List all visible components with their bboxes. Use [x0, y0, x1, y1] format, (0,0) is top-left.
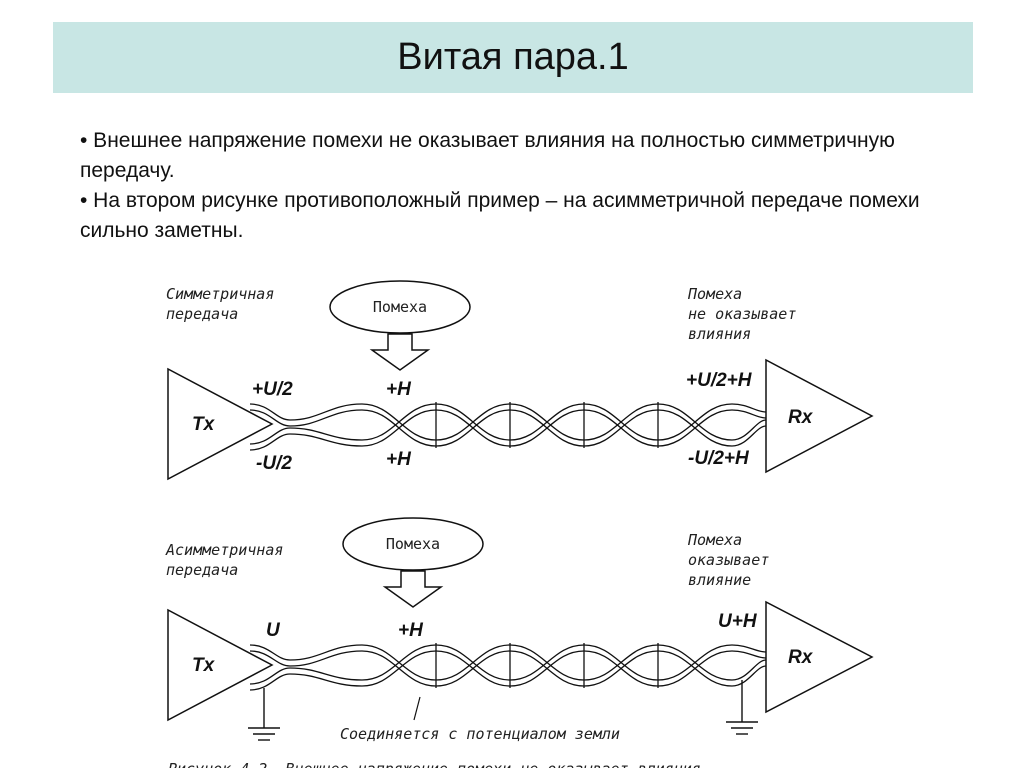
- ground-caption: Соединяется с потенциалом земли: [340, 725, 620, 743]
- noise-label: Помеха: [386, 535, 440, 553]
- signal-top-right: U+H: [718, 611, 758, 632]
- signal-top-right: +U/2+H: [686, 370, 753, 391]
- right-caption-line1: Помеха: [687, 285, 742, 303]
- title-bar: Витая пара.1: [53, 22, 973, 93]
- rx-triangle: Rx: [765, 600, 874, 714]
- down-arrow-icon: [382, 570, 444, 608]
- signal-bottom-mid: +H: [386, 449, 412, 470]
- rx-label: Rx: [788, 647, 814, 668]
- noise-ellipse: [342, 517, 484, 571]
- noise-ellipse: [329, 280, 471, 334]
- signal-top-left: +U/2: [252, 379, 293, 400]
- ground-pointer-line: [413, 696, 421, 721]
- diagram-symmetric: Симметричная передача Помеха Помеха не о…: [166, 280, 874, 481]
- figure-caption: Рисунок 4.2. Внешнее напряжение помехи н…: [168, 760, 701, 768]
- ground-icon: [248, 688, 280, 741]
- tx-label: Tx: [192, 655, 216, 676]
- twisted-pair-cable: [249, 643, 767, 691]
- left-caption-line2: передача: [166, 305, 238, 323]
- diagram-asymmetric: Асимметричная передача Помеха Помеха ока…: [165, 517, 874, 743]
- right-caption-line3: влияния: [688, 325, 751, 343]
- left-caption-line2: передача: [166, 561, 238, 579]
- noise-label: Помеха: [373, 298, 427, 316]
- down-arrow-icon: [369, 333, 431, 371]
- right-caption-line2: не оказывает: [688, 305, 796, 323]
- tx-label: Tx: [192, 414, 216, 435]
- bullet-item: • На втором рисунке противоположный прим…: [80, 189, 920, 242]
- ground-icon: [726, 680, 758, 735]
- tx-triangle: Tx: [167, 608, 274, 722]
- signal-bottom-left: -U/2: [256, 453, 292, 474]
- rx-triangle: Rx: [765, 358, 874, 474]
- rx-label: Rx: [788, 407, 814, 428]
- noise-source: Помеха: [342, 517, 484, 608]
- bullet-list: • Внешнее напряжение помехи не оказывает…: [80, 126, 920, 246]
- right-caption-line1: Помеха: [687, 531, 742, 549]
- left-caption-line1: Асимметричная: [165, 541, 283, 559]
- twisted-pair-cable: [249, 402, 767, 451]
- tx-triangle: Tx: [167, 367, 274, 481]
- noise-source: Помеха: [329, 280, 471, 371]
- signal-top-left: U: [266, 620, 281, 641]
- right-caption-line3: влияние: [688, 571, 751, 589]
- signal-top-mid: +H: [386, 379, 412, 400]
- left-caption-line1: Симметричная: [166, 285, 274, 303]
- bullet-item: • Внешнее напряжение помехи не оказывает…: [80, 129, 895, 182]
- right-caption-line2: оказывает: [688, 551, 769, 569]
- signal-bottom-right: -U/2+H: [688, 448, 750, 469]
- signal-top-mid: +H: [398, 620, 424, 641]
- slide-title: Витая пара.1: [397, 36, 629, 78]
